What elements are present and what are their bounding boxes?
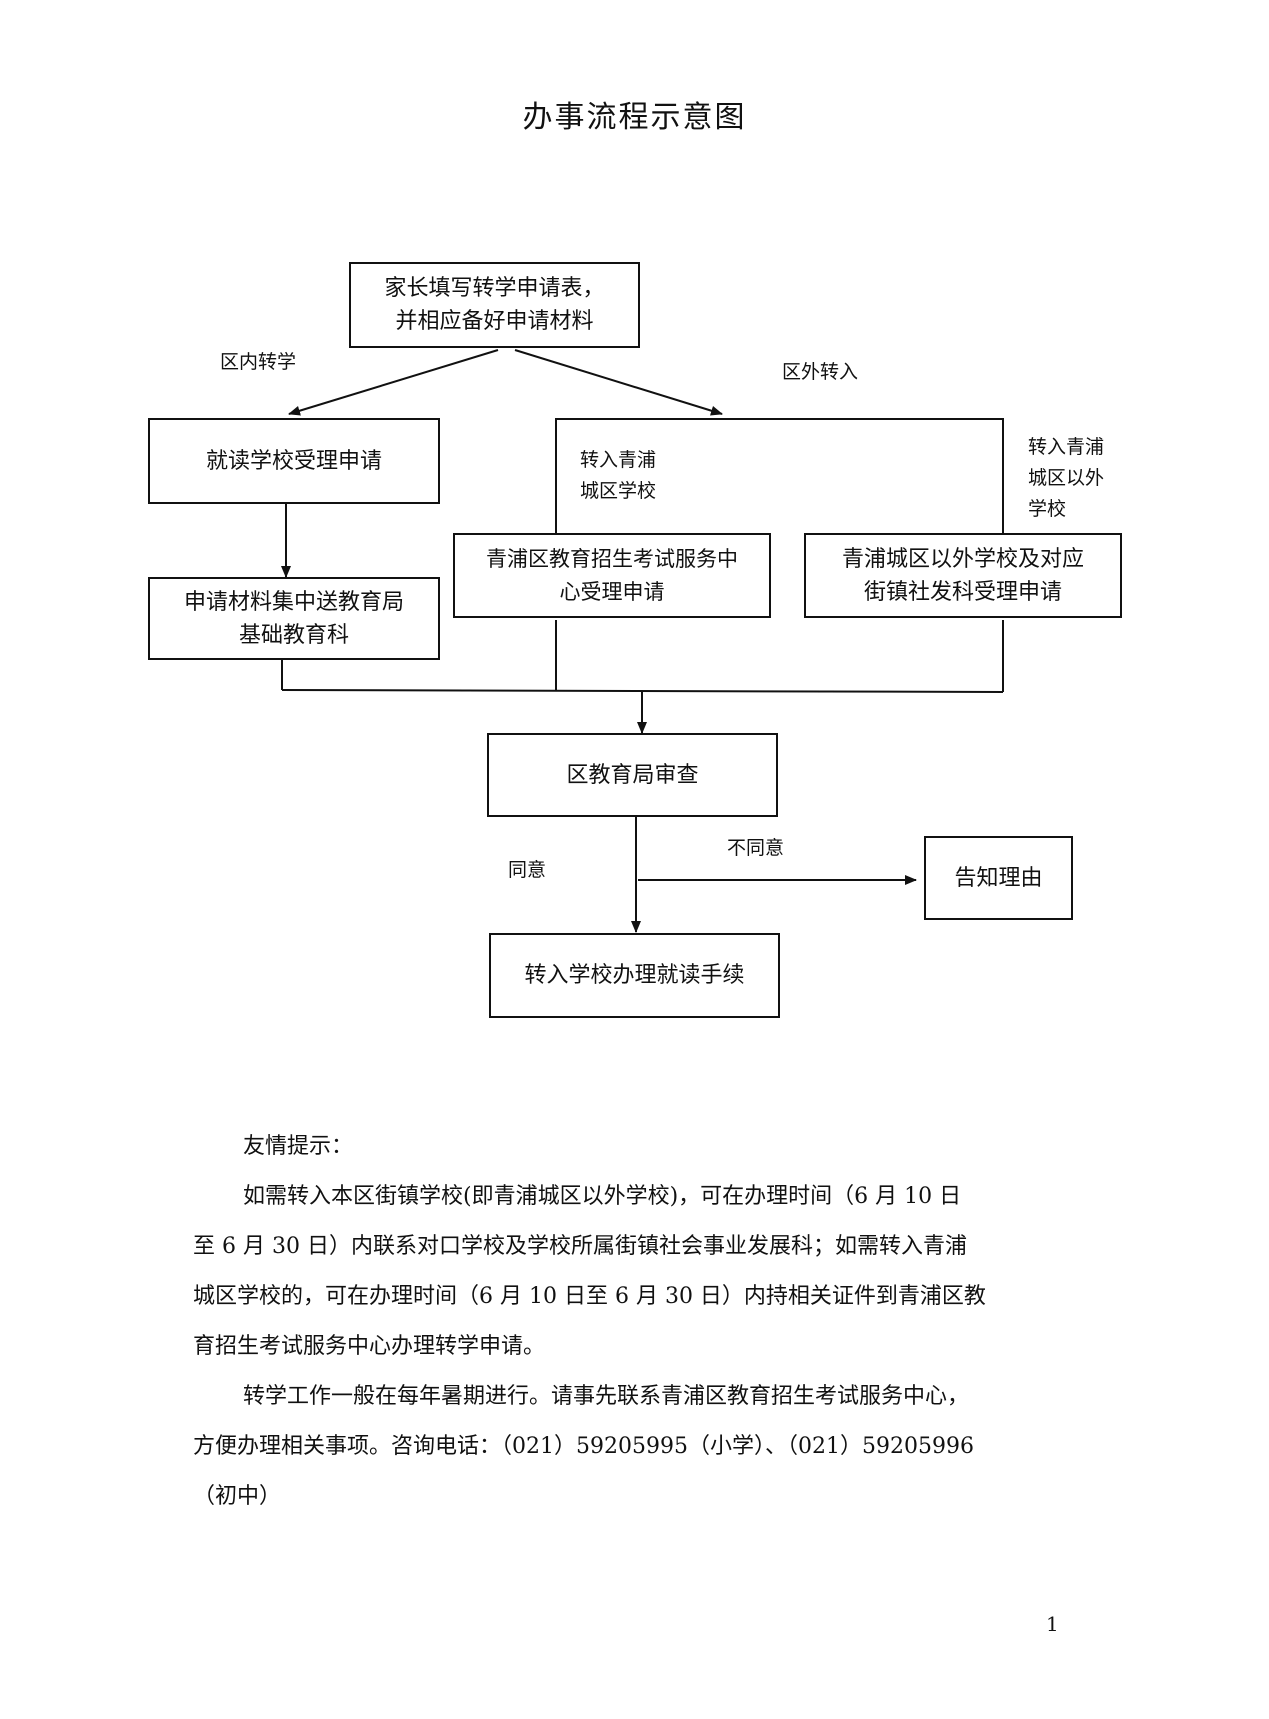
materials-line-2: 基础教育科 (238, 622, 349, 648)
tips-line-5: 转学工作一般在每年暑期进行。请事先联系青浦区教育招生考试服务中心， (243, 1384, 970, 1409)
tips-section: 友情提示： 如需转入本区街镇学校(即青浦城区以外学校)，可在办理时间（6 月 1… (193, 1122, 1083, 1522)
branch-left-label: 区内转学 (220, 351, 297, 373)
sub-label-outside-line-2: 城区以外 (1028, 467, 1105, 489)
tips-line-7: （初中） (193, 1484, 282, 1509)
start-box: 家长填写转学申请表， 并相应备好申请材料 (349, 262, 640, 348)
disagree-label: 不同意 (727, 837, 785, 859)
tips-line-3: 城区学校的，可在办理时间（6 月 10 日至 6 月 30 日）内持相关证件到青… (193, 1284, 986, 1309)
page-number: 1 (1046, 1612, 1059, 1636)
sub-label-city-line-1: 转入青浦 (580, 449, 657, 471)
town-accept-line-1: 青浦城区以外学校及对应 (841, 546, 1084, 572)
sub-label-outside-line-3: 学校 (1028, 498, 1067, 520)
start-line-2: 并相应备好申请材料 (395, 309, 594, 334)
school-accept-text: 就读学校受理申请 (205, 448, 382, 474)
town-accept-box: 青浦城区以外学校及对应街镇社发科受理申请 (804, 533, 1122, 618)
branch-right-label: 区外转入 (782, 361, 859, 383)
materials-line-1: 申请材料集中送教育局 (183, 589, 404, 615)
final-box: 转入学校办理就读手续 (489, 933, 780, 1018)
tips-line-2: 至 6 月 30 日）内联系对口学校及学校所属街镇社会事业发展科；如需转入青浦 (193, 1234, 967, 1259)
tips-line-6: 方便办理相关事项。咨询电话：（021）59205995（小学）、（021）592… (193, 1434, 974, 1459)
notify-box: 告知理由 (924, 836, 1073, 920)
review-box: 区教育局审查 (487, 733, 778, 817)
tips-heading: 友情提示： (243, 1134, 354, 1159)
sub-label-city-line-2: 城区学校 (580, 480, 657, 502)
start-line-1: 家长填写转学申请表， (384, 276, 605, 301)
sub-label-outside-line-1: 转入青浦 (1028, 436, 1105, 458)
school-accept-box: 就读学校受理申请 (148, 418, 440, 504)
agree-label: 同意 (508, 859, 547, 881)
tips-line-1: 如需转入本区街镇学校(即青浦城区以外学校)，可在办理时间（6 月 10 日 (243, 1184, 962, 1209)
center-accept-line-2: 心受理申请 (559, 579, 665, 604)
notify-text: 告知理由 (954, 865, 1043, 891)
final-text: 转入学校办理就读手续 (524, 963, 745, 988)
arrow-to-outside-branch (514, 349, 723, 416)
sub-label-outside: 转入青浦 城区以外 学校 (1028, 432, 1104, 525)
center-accept-line-1: 青浦区教育招生考试服务中 (486, 546, 738, 571)
outside-branch-bracket (555, 418, 1004, 535)
tips-line-4: 育招生考试服务中心办理转学申请。 (193, 1334, 546, 1359)
sub-label-city: 转入青浦 城区学校 (580, 445, 656, 507)
center-accept-box: 青浦区教育招生考试服务中心受理申请 (453, 533, 771, 618)
review-text: 区教育局审查 (566, 762, 699, 788)
arrow-to-school-accept (288, 349, 499, 416)
town-accept-line-2: 街镇社发科受理申请 (863, 579, 1062, 605)
page-title: 办事流程示意图 (522, 100, 747, 135)
materials-box: 申请材料集中送教育局基础教育科 (148, 577, 440, 660)
